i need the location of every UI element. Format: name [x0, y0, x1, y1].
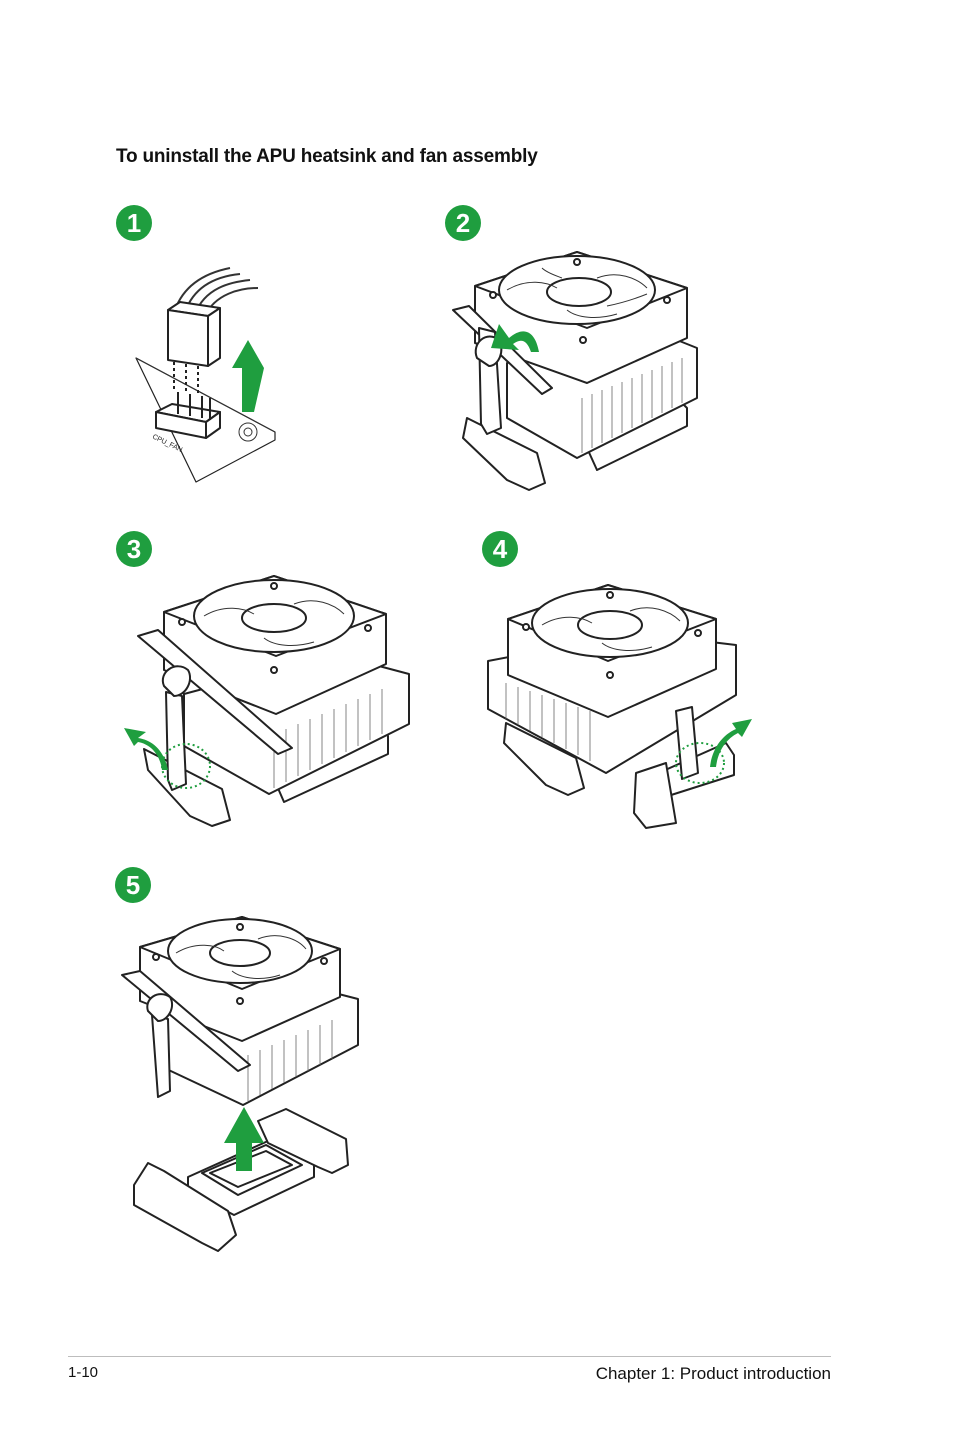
- step-3-illustration: [124, 575, 410, 827]
- step-1-illustration: CPU_FAN: [135, 267, 276, 483]
- step-5-illustration: [121, 916, 359, 1252]
- retention-bracket: [133, 1162, 237, 1252]
- page-number: 1-10: [68, 1364, 99, 1381]
- board-screw-hole: [238, 422, 258, 442]
- chapter-title: Chapter 1: Product introduction: [595, 1364, 831, 1383]
- unhook-arrow-icon: [124, 728, 168, 770]
- lift-up-arrow-icon: [232, 340, 264, 412]
- retention-lever: [452, 305, 553, 395]
- section-heading: To uninstall the APU heatsink and fan as…: [116, 146, 538, 167]
- lift-up-arrow-icon: [224, 1107, 264, 1171]
- step-1-badge: 1: [116, 205, 152, 241]
- footer-divider: [68, 1356, 831, 1357]
- step-2-badge: 2: [445, 205, 481, 241]
- step-2-illustration: [452, 251, 698, 491]
- lift-lever-arrow-icon: [491, 324, 539, 352]
- retention-lever: [137, 629, 293, 755]
- unhook-arrow-icon: [710, 719, 752, 767]
- step-3-badge: 3: [116, 531, 152, 567]
- step-4-illustration: [487, 584, 752, 829]
- step-5-badge: 5: [115, 867, 151, 903]
- step-4-badge: 4: [482, 531, 518, 567]
